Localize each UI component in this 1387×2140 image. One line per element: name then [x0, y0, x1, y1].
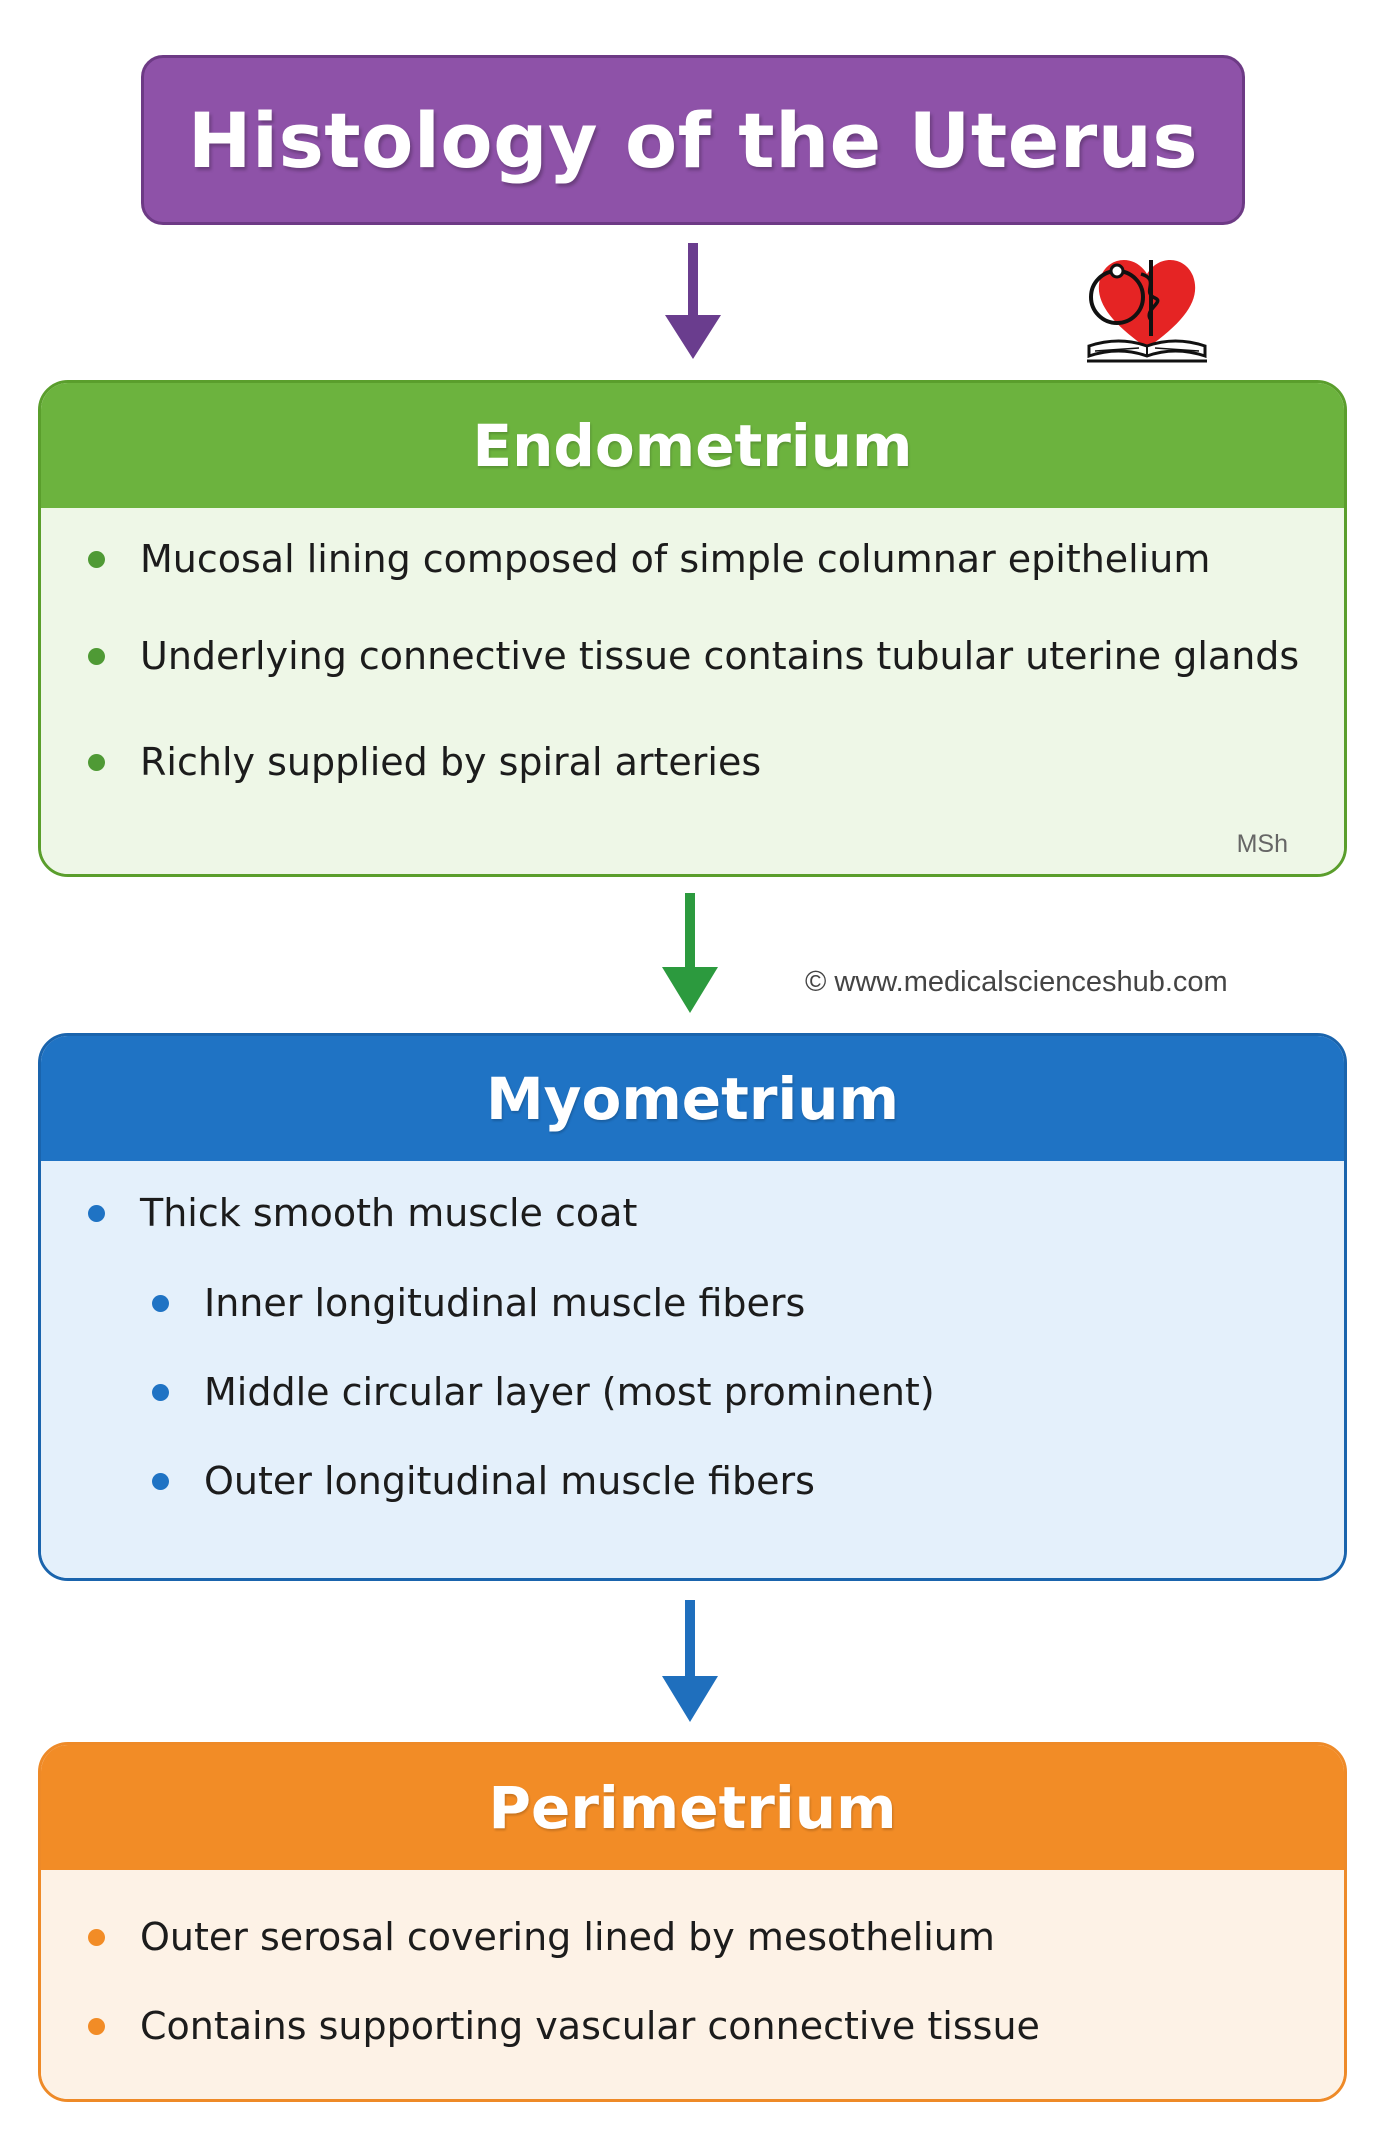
bullet-icon	[88, 647, 105, 665]
list-item: Contains supporting vascular connective …	[88, 2004, 1040, 2048]
list-item: Underlying connective tissue contains tu…	[88, 634, 1299, 678]
list-item-text: Outer serosal covering lined by mesothel…	[140, 1915, 995, 1959]
copyright-text: © www.medicalscienceshub.com	[805, 966, 1228, 998]
list-item: Thick smooth muscle coat	[88, 1191, 637, 1235]
endometrium-card: Endometrium Mucosal lining composed of s…	[38, 380, 1347, 877]
list-item: Mucosal lining composed of simple column…	[88, 537, 1210, 581]
sub-list-item: Inner longitudinal muscle fibers	[152, 1281, 805, 1325]
list-item-text: Richly supplied by spiral arteries	[140, 740, 762, 784]
list-item-text: Underlying connective tissue contains tu…	[140, 634, 1300, 678]
bullet-icon	[152, 1472, 169, 1490]
sub-list-item: Outer longitudinal muscle fibers	[152, 1459, 815, 1503]
perimetrium-heading: Perimetrium	[41, 1745, 1344, 1870]
perimetrium-card: Perimetrium Outer serosal covering lined…	[38, 1742, 1347, 2102]
myometrium-heading: Myometrium	[41, 1036, 1344, 1161]
title-banner: Histology of the Uterus	[141, 55, 1245, 225]
bullet-icon	[88, 2017, 105, 2035]
endometrium-heading: Endometrium	[41, 383, 1344, 508]
arrow-down-icon	[665, 243, 721, 361]
bullet-icon	[152, 1294, 169, 1312]
heart-stethoscope-book-logo-icon	[1085, 240, 1210, 369]
list-item-text: Inner longitudinal muscle fibers	[204, 1281, 806, 1325]
arrow-down-icon	[662, 893, 718, 1015]
myometrium-body: Thick smooth muscle coat Inner longitudi…	[41, 1161, 1344, 1578]
list-item-text: Contains supporting vascular connective …	[140, 2004, 1040, 2048]
list-item-text: Thick smooth muscle coat	[140, 1191, 638, 1235]
myometrium-card: Myometrium Thick smooth muscle coat Inne…	[38, 1033, 1347, 1581]
list-item: Richly supplied by spiral arteries	[88, 740, 761, 784]
bullet-icon	[88, 550, 105, 568]
list-item: Outer serosal covering lined by mesothel…	[88, 1915, 995, 1959]
endometrium-body: Mucosal lining composed of simple column…	[41, 508, 1344, 874]
perimetrium-body: Outer serosal covering lined by mesothel…	[41, 1870, 1344, 2099]
sub-list-item: Middle circular layer (most prominent)	[152, 1370, 935, 1414]
list-item-text: Mucosal lining composed of simple column…	[140, 537, 1211, 581]
msh-mark: MSh	[1236, 830, 1288, 858]
diagram-title: Histology of the Uterus	[187, 95, 1199, 185]
bullet-icon	[88, 753, 105, 771]
bullet-icon	[88, 1204, 105, 1222]
list-item-text: Outer longitudinal muscle fibers	[204, 1459, 815, 1503]
list-item-text: Middle circular layer (most prominent)	[204, 1370, 935, 1414]
bullet-icon	[152, 1383, 169, 1401]
arrow-down-icon	[662, 1600, 718, 1724]
bullet-icon	[88, 1928, 105, 1946]
